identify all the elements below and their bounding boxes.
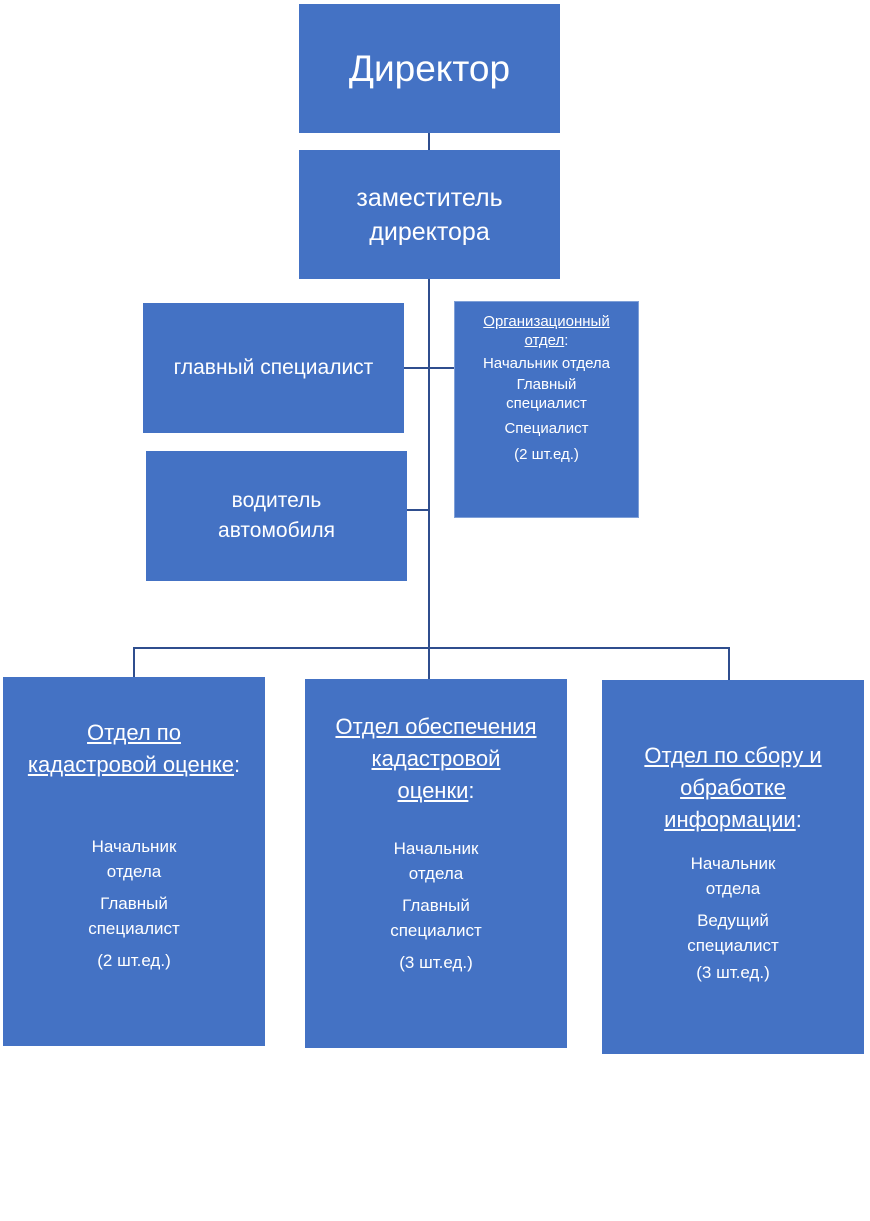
department-staff: Начальник отдела Главный специалист (3 ш…	[390, 836, 482, 975]
staff-line: специалист	[88, 919, 180, 938]
staff-line: Начальник	[690, 854, 776, 873]
connector-org-department	[430, 367, 454, 369]
department-data-collection-box: Отдел по сбору и обработке информации: Н…	[602, 680, 864, 1054]
department-staff: Начальник отдела Ведущий специалист (3 ш…	[687, 851, 779, 985]
department-title-line: обработке	[680, 775, 786, 800]
director-label: Директор	[348, 47, 511, 89]
staff-line: специалист	[687, 936, 779, 955]
department-staff: Начальник отдела Главный специалист (2 ш…	[88, 834, 180, 973]
connector-director-deputy	[428, 133, 430, 150]
director-box: Директор	[299, 4, 560, 133]
department-title-line: Отдел по сбору и	[644, 743, 822, 768]
org-department-box: Организационный отдел: Начальник отдела …	[454, 301, 639, 518]
department-title-line: кадастровой оценке	[27, 752, 234, 777]
chief-specialist-box: главный специалист	[143, 303, 404, 433]
staff-line: Начальник	[393, 839, 479, 858]
department-title-line: оценки	[397, 778, 469, 803]
department-title-line: информации	[664, 807, 796, 832]
staff-count: (3 шт.ед.)	[399, 953, 473, 972]
org-department-title-line2: отдел	[524, 332, 565, 349]
department-title-line: Отдел обеспечения	[335, 714, 537, 739]
staff-line: отдела	[106, 862, 162, 881]
department-cadastral-valuation-box: Отдел по кадастровой оценке: Начальник о…	[3, 677, 265, 1046]
staff-count: (2 шт.ед.)	[97, 951, 171, 970]
department-title-colon: :	[795, 807, 802, 832]
deputy-label-line2: директора	[369, 217, 490, 246]
org-staff-chief-line2: специалист	[506, 395, 587, 412]
org-department-title: Организационный отдел:	[483, 312, 609, 350]
org-staff-chief-specialist: Главный специалист	[506, 375, 587, 413]
staff-line: отдела	[705, 879, 761, 898]
department-title-line: кадастровой	[371, 746, 501, 771]
driver-label-line1: водитель	[231, 489, 322, 512]
department-title: Отдел по кадастровой оценке:	[28, 717, 240, 781]
connector-dept2	[428, 647, 430, 679]
connector-chief-specialist	[404, 367, 428, 369]
department-cadastral-support-box: Отдел обеспечения кадастровой оценки: На…	[305, 679, 567, 1048]
org-department-title-line1: Организационный	[483, 313, 610, 330]
staff-line: отдела	[408, 864, 464, 883]
org-staff-count: (2 шт.ед.)	[514, 446, 579, 463]
org-staff-chief-line1: Главный	[516, 376, 577, 393]
staff-line: Ведущий	[697, 911, 769, 930]
connector-driver	[407, 509, 428, 511]
deputy-label-line1: заместитель	[356, 183, 503, 212]
driver-label-line2: автомобиля	[218, 519, 335, 542]
staff-line: Главный	[402, 896, 470, 915]
driver-box: водитель автомобиля	[146, 451, 407, 581]
staff-count: (3 шт.ед.)	[696, 963, 770, 982]
chief-specialist-label: главный специалист	[173, 356, 374, 379]
department-title-colon: :	[468, 778, 475, 803]
department-title: Отдел обеспечения кадастровой оценки:	[335, 711, 536, 807]
staff-line: Начальник	[91, 837, 177, 856]
org-staff-head: Начальник отдела	[482, 355, 611, 372]
staff-line: специалист	[390, 921, 482, 940]
connector-departments-bus	[133, 647, 730, 649]
org-department-colon: :	[564, 332, 569, 349]
department-title: Отдел по сбору и обработке информации:	[644, 740, 821, 836]
deputy-director-box: заместитель директора	[299, 150, 560, 279]
staff-line: Главный	[100, 894, 168, 913]
connector-dept1	[133, 647, 135, 677]
department-title-colon: :	[234, 752, 241, 777]
connector-dept3	[728, 647, 730, 680]
connector-main-trunk	[428, 279, 430, 648]
department-title-line: Отдел по	[87, 720, 181, 745]
org-staff-specialist: Специалист	[504, 420, 589, 437]
